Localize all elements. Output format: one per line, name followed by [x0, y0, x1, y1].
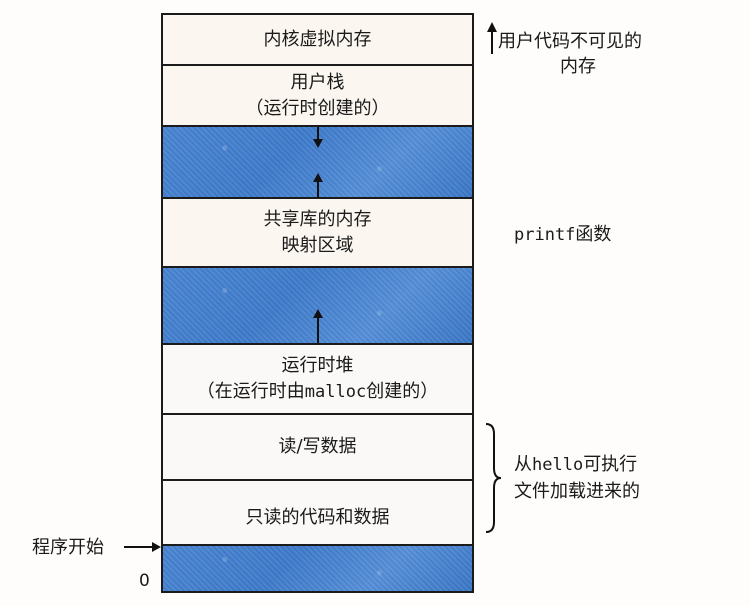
segment-shared-sublabel: 映射区域: [281, 234, 354, 256]
segment-shared-label: 共享库的内存: [263, 208, 372, 230]
kernel-invisible-note-line1: 用户代码不可见的: [498, 31, 642, 52]
hello-brace-icon: [485, 423, 502, 533]
hello-loaded-note-line2: 文件加载进来的: [514, 481, 640, 502]
hello-loaded-note-line1: 从hello可执行: [514, 454, 638, 475]
segment-heap-label: 运行时堆: [281, 355, 354, 376]
segment-unused-low: [163, 544, 472, 591]
segment-kernel-label: 内核虚拟内存: [263, 28, 372, 50]
memory-layout-column: 内核虚拟内存 用户栈 （运行时创建的） 共享库的内存 映射区域 运行时堆 （在运…: [161, 13, 474, 593]
segment-user-stack-label: 用户栈: [290, 71, 345, 93]
segment-heap-sublabel: （在运行时由malloc创建的）: [196, 381, 439, 402]
segment-read-only-code: 只读的代码和数据: [163, 479, 472, 544]
segment-user-stack-sublabel: （运行时创建的）: [245, 97, 390, 119]
address-zero-label: 0: [139, 571, 150, 591]
segment-kernel-virtual-memory: 内核虚拟内存: [163, 15, 472, 64]
segment-runtime-heap: 运行时堆 （在运行时由malloc创建的）: [163, 343, 472, 413]
kernel-invisible-note-line2: 内存: [560, 56, 596, 77]
segment-read-write-data: 读/写数据: [163, 413, 472, 479]
segment-gap-stack-shared: [163, 125, 472, 199]
program-start-label: 程序开始: [32, 537, 104, 558]
segment-user-stack: 用户栈 （运行时创建的）: [163, 64, 472, 125]
segment-rw-label: 读/写数据: [278, 436, 357, 457]
segment-gap-shared-heap: [163, 266, 472, 345]
segment-ro-label: 只读的代码和数据: [245, 506, 390, 528]
printf-function-label: printf函数: [514, 224, 612, 245]
segment-shared-libraries: 共享库的内存 映射区域: [163, 197, 472, 266]
